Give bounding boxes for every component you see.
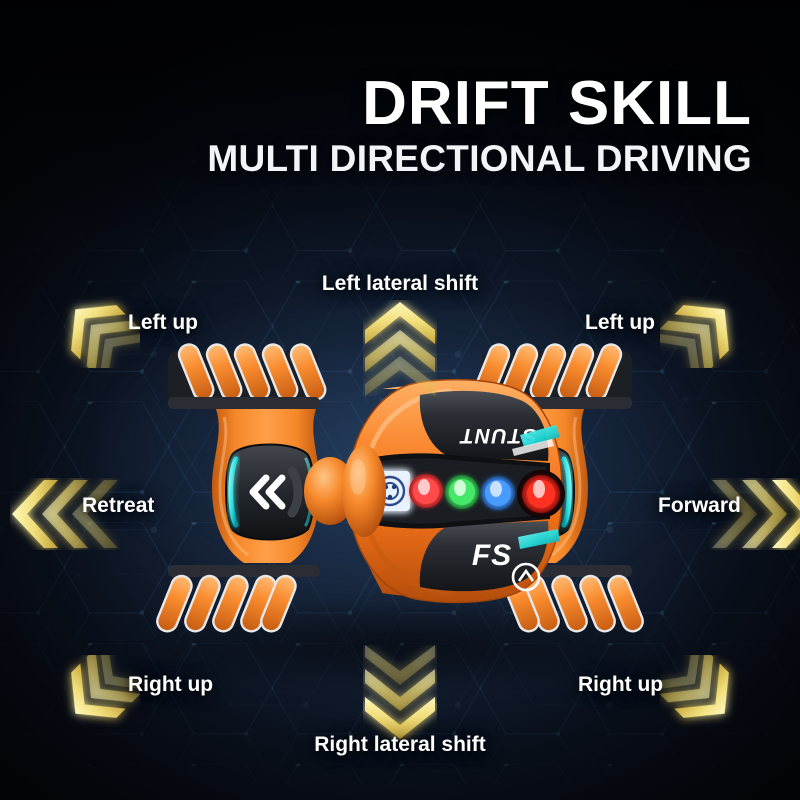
label-left-lateral-shift: Left lateral shift	[321, 272, 479, 295]
rc-stunt-car: STUNT FS	[156, 343, 644, 633]
label-right-lateral-shift: Right lateral shift	[314, 733, 486, 756]
lower-body-panel	[419, 521, 549, 592]
label-retreat: Retreat	[82, 494, 155, 517]
arrow-up-left-group	[71, 305, 140, 368]
page-subtitle: MULTI DIRECTIONAL DRIVING	[207, 138, 752, 180]
side-pod-left	[225, 443, 315, 541]
label-bottom-right-up: Right up	[578, 673, 664, 696]
arrow-up-group	[365, 302, 435, 396]
led-indicator-red	[409, 474, 443, 508]
arrow-down-left-group	[71, 655, 140, 718]
led-indicator-green	[445, 475, 479, 509]
upper-body-panel	[419, 390, 549, 461]
led-lamp-red	[517, 470, 565, 518]
page-title: DRIFT SKILL	[362, 69, 752, 138]
arrow-right-group	[712, 480, 800, 548]
circular-emblem-icon	[511, 562, 541, 592]
label-forward: Forward	[658, 494, 741, 517]
arrow-left-group	[12, 480, 118, 548]
led-indicator-blue	[481, 476, 515, 510]
model-text: FS	[472, 539, 512, 572]
mecanum-wheel-top-left	[168, 343, 327, 409]
label-top-right-up: Left up	[585, 311, 655, 334]
arrow-down-group	[365, 645, 435, 739]
led-indicator-group	[370, 470, 565, 518]
headline-block: DRIFT SKILL MULTI DIRECTIONAL DRIVING	[207, 69, 752, 180]
nose-dome	[342, 445, 386, 537]
wheel-assembly-left	[156, 343, 327, 633]
mecanum-wheel-bottom-left	[156, 565, 320, 633]
arrow-up-right-group	[660, 305, 729, 368]
double-chevron-left-icon	[249, 474, 286, 510]
brand-text: STUNT	[459, 424, 537, 447]
label-bottom-left-up: Right up	[128, 673, 214, 696]
vehicle-body: STUNT FS	[342, 378, 565, 604]
label-top-left-up: Left up	[128, 311, 198, 334]
arrow-down-right-group	[660, 655, 729, 718]
